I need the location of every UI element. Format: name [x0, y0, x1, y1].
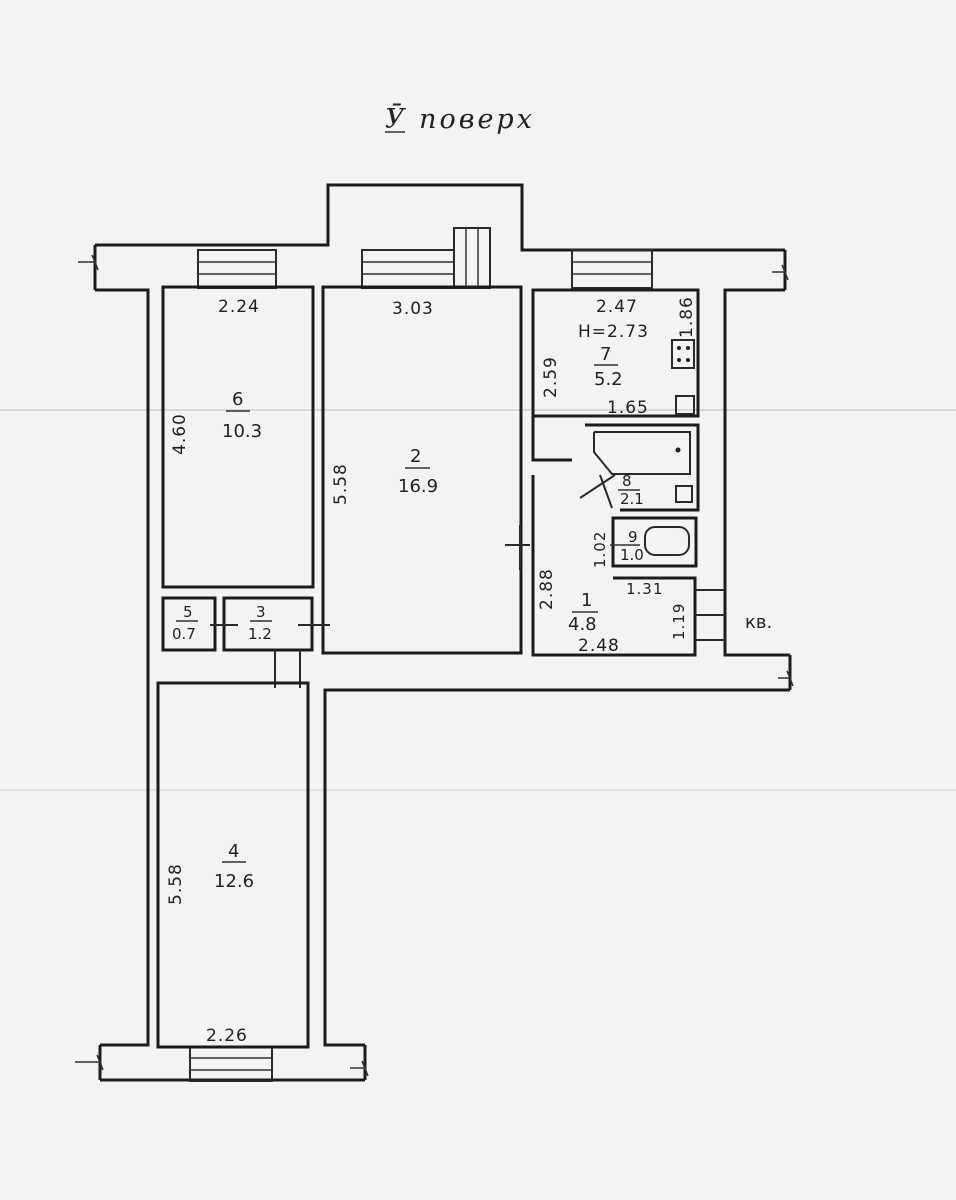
room-7-kitchen — [531, 288, 700, 418]
room-7-height: H=2.73 — [578, 322, 649, 342]
room-7-width: 2.47 — [596, 297, 638, 317]
room-2 — [321, 285, 523, 655]
room-7-length: 2.59 — [541, 356, 561, 398]
floor-title: Ӯ поверх — [385, 102, 535, 135]
room-9-number: 9 — [628, 528, 638, 546]
room-1-top: 1.31 — [626, 580, 663, 598]
room-4-area: 12.6 — [214, 871, 254, 892]
windows — [189, 227, 653, 1082]
room-9-area: 1.0 — [620, 546, 644, 564]
room-1-number: 1 — [581, 590, 592, 611]
room-7-depth: 1.86 — [677, 296, 697, 338]
room-1-side: 1.19 — [670, 603, 688, 640]
entrance-label: кв. — [745, 612, 772, 633]
room-8-number: 8 — [622, 472, 632, 490]
room-4-width: 2.26 — [206, 1026, 248, 1046]
room-8-area: 2.1 — [620, 490, 644, 508]
room-9-length: 1.02 — [591, 531, 609, 568]
room-2-width: 3.03 — [392, 299, 434, 319]
room-2-number: 2 — [410, 446, 421, 467]
room-7-area: 5.2 — [594, 369, 623, 390]
room-9-wc — [610, 516, 698, 568]
toilet-icon — [644, 526, 690, 556]
stove-icon — [671, 339, 695, 369]
room-4-length: 5.58 — [166, 863, 186, 905]
room-1-hall — [505, 475, 725, 657]
room-6-area: 10.3 — [222, 421, 262, 442]
room-1-width: 2.48 — [578, 636, 620, 656]
room-5-number: 5 — [183, 603, 193, 621]
room-6 — [161, 285, 315, 589]
room-5-area: 0.7 — [172, 625, 196, 643]
room-1-area: 4.8 — [568, 614, 597, 635]
outer-walls — [75, 183, 794, 1082]
room-4 — [156, 681, 310, 1049]
room-8-bathroom — [531, 416, 700, 512]
room-3-area: 1.2 — [248, 625, 272, 643]
room-1-length: 2.88 — [537, 568, 557, 610]
sink-icon — [675, 395, 695, 415]
room-7-extra-width: 1.65 — [607, 398, 649, 418]
room-6-number: 6 — [232, 389, 243, 410]
washbasin-icon — [675, 485, 693, 503]
room-3-number: 3 — [256, 603, 266, 621]
room-2-area: 16.9 — [398, 476, 438, 497]
room-4-number: 4 — [228, 841, 239, 862]
room-7-number: 7 — [600, 344, 611, 365]
room-2-length: 5.58 — [331, 463, 351, 505]
room-3-corridor — [210, 596, 330, 688]
room-6-length: 4.60 — [170, 413, 190, 455]
room-6-width: 2.24 — [218, 297, 260, 317]
